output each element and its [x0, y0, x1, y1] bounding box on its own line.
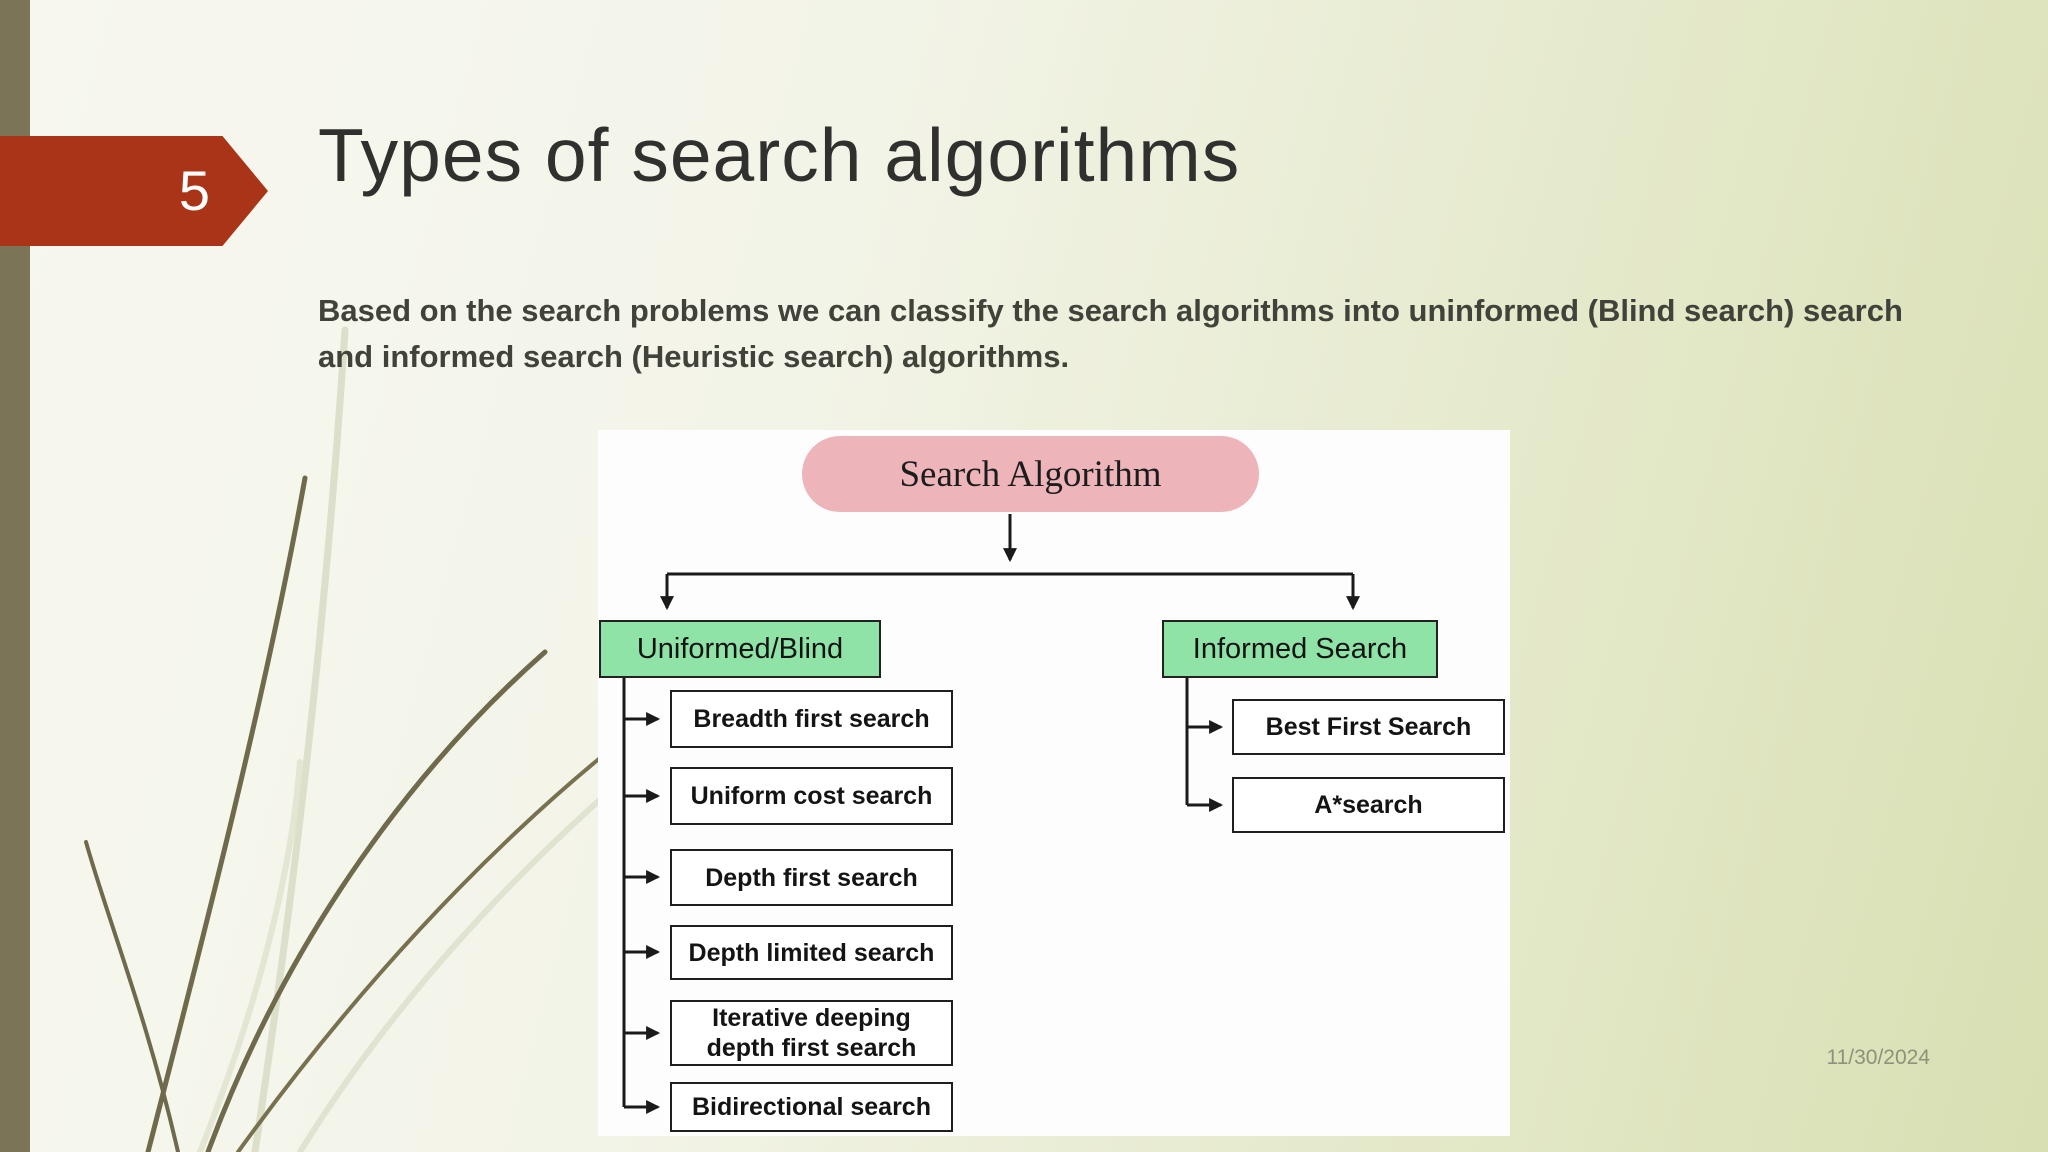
branch-node-uninformed-blind: Uniformed/Blind: [599, 620, 881, 678]
child-node-a-star-search: A*search: [1232, 777, 1505, 833]
slide-body-text: Based on the search problems we can clas…: [318, 293, 1903, 374]
page-number: 5: [178, 159, 210, 222]
child-node-depth-first-search: Depth first search: [670, 849, 953, 906]
child-node-iterative-deepening-depth-first-search: Iterative deeping depth first search: [670, 1000, 953, 1066]
slide-date: 11/30/2024: [1826, 1046, 1930, 1069]
child-node-depth-limited-search: Depth limited search: [670, 925, 953, 980]
child-node-uniform-cost-search: Uniform cost search: [670, 767, 953, 825]
diagram-panel: Search Algorithm Uniformed/Blind Informe…: [598, 430, 1510, 1136]
page-number-banner: 5: [0, 136, 268, 246]
connector-lines: [622, 514, 1360, 1114]
root-node-search-algorithm: Search Algorithm: [802, 436, 1259, 512]
child-node-bidirectional-search: Bidirectional search: [670, 1082, 953, 1132]
slide-title: Types of search algorithms: [318, 113, 1241, 197]
child-node-best-first-search: Best First Search: [1232, 699, 1505, 755]
child-node-breadth-first-search: Breadth first search: [670, 690, 953, 748]
branch-node-informed-search: Informed Search: [1162, 620, 1438, 678]
